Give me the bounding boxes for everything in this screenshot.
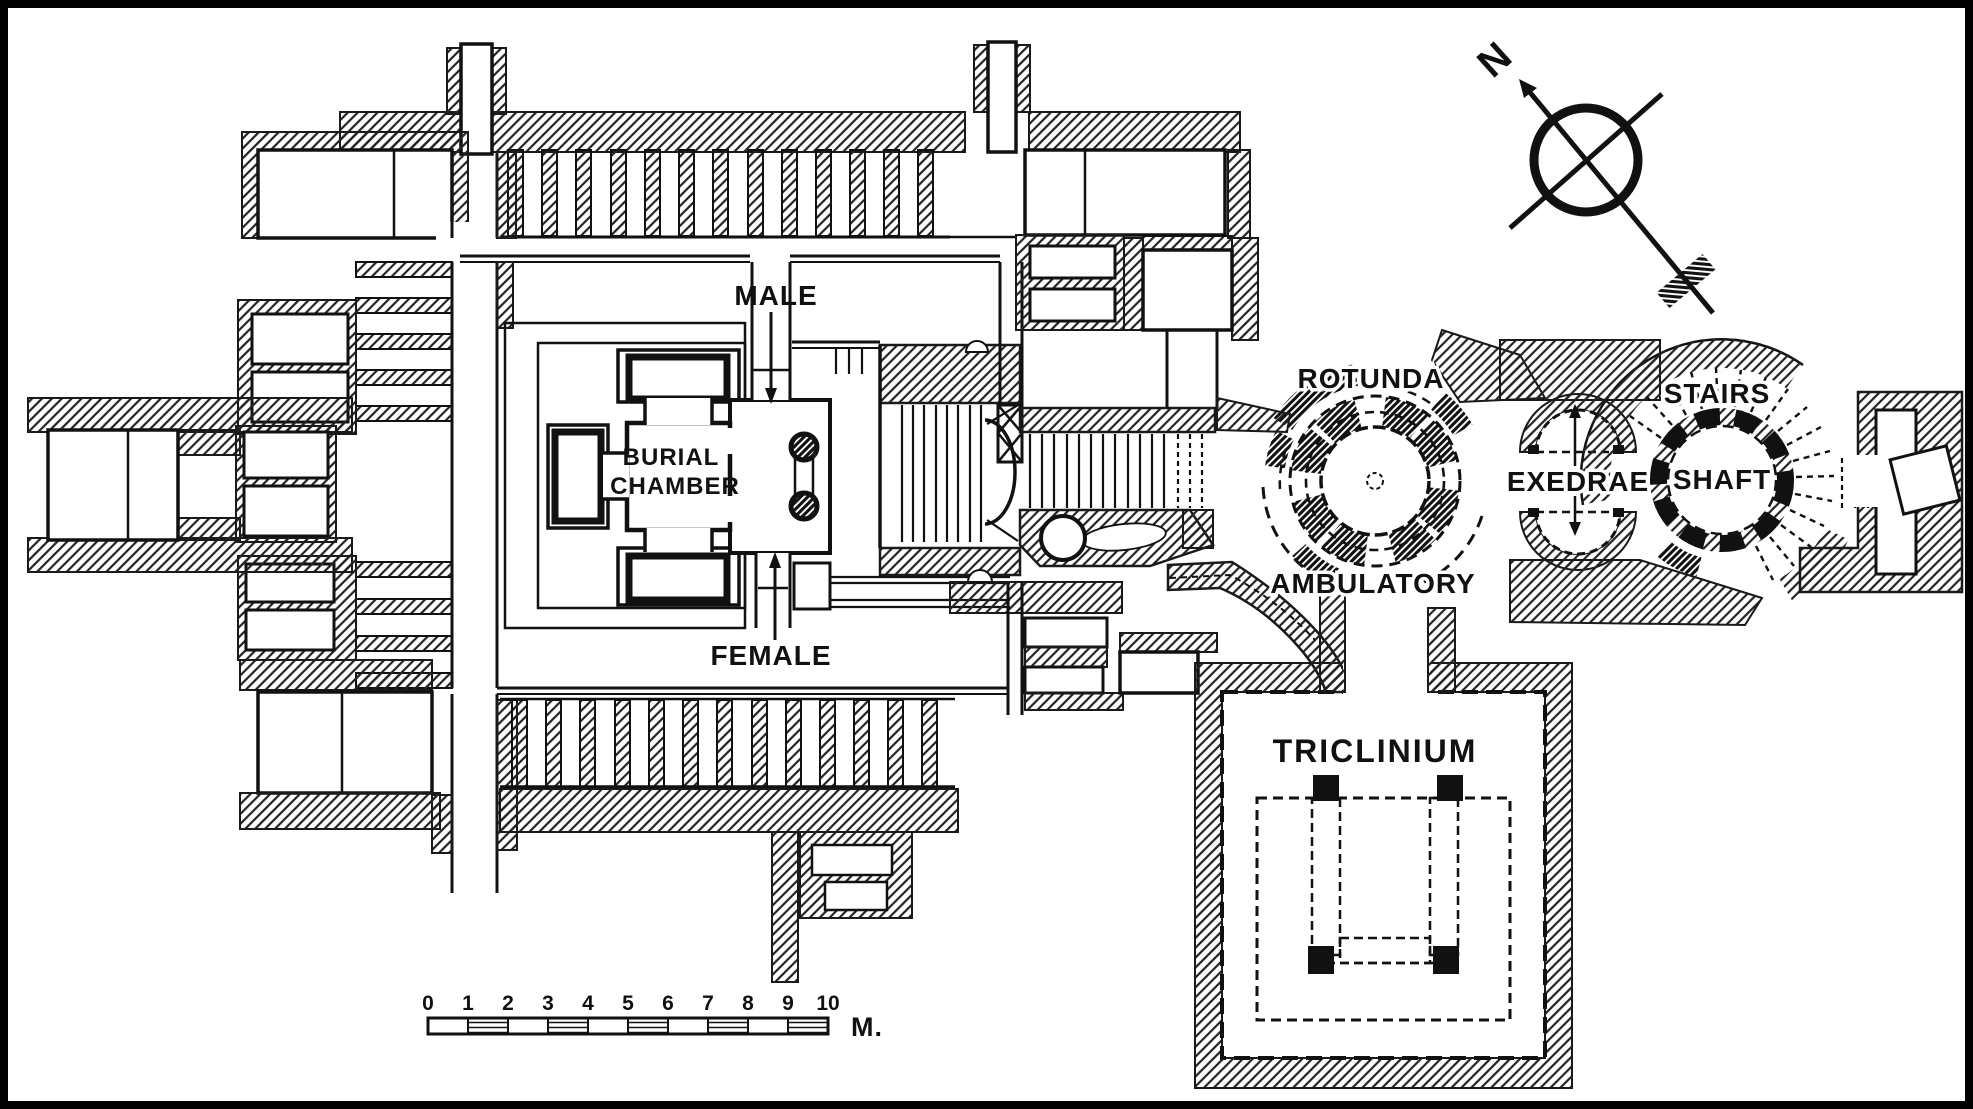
lower-left-chambers xyxy=(239,690,441,830)
scale-number: 6 xyxy=(662,992,674,1015)
female-arrow xyxy=(769,552,781,640)
label-burial-line1: BURIAL xyxy=(623,444,720,471)
scale-number: 4 xyxy=(582,992,594,1015)
ambulatory-arcs xyxy=(1261,486,1484,586)
entrance-shaft-right xyxy=(973,40,1031,154)
label-ambulatory: AMBULATORY xyxy=(1270,568,1475,599)
north-arrow-icon xyxy=(1508,79,1716,315)
label-rotunda: ROTUNDA xyxy=(1298,363,1445,394)
column-icon xyxy=(788,490,820,522)
stepped-corridor xyxy=(1018,406,1217,568)
sarcophagus-west xyxy=(551,428,605,525)
niche-throats xyxy=(603,398,736,552)
triclinium xyxy=(1194,587,1573,1089)
bridge-room xyxy=(1123,235,1259,408)
antechamber xyxy=(728,398,832,555)
exedra-lower xyxy=(1528,508,1624,556)
label-stairs: STAIRS xyxy=(1664,378,1771,409)
scale-bar: 0 1 2 3 4 5 6 7 8 9 10 M. xyxy=(422,992,883,1042)
se-chambers xyxy=(949,569,1218,715)
sarcophagus-south xyxy=(625,552,731,604)
west-loculi-upper xyxy=(355,261,453,422)
label-burial-line2: CHAMBER xyxy=(610,473,740,500)
shaft-complex xyxy=(1579,338,1964,602)
scale-number: 9 xyxy=(782,992,794,1015)
scale-bar-segments xyxy=(468,1018,828,1034)
west-lower-chambers xyxy=(237,555,433,691)
ramp-box xyxy=(996,403,1024,464)
burial-chamber-room xyxy=(624,420,733,533)
triclinium-corridor xyxy=(1319,587,1456,693)
scale-number: 5 xyxy=(622,992,634,1015)
upper-right-chambers xyxy=(1015,111,1251,331)
scale-bar-unit: M. xyxy=(851,1012,883,1042)
scale-number: 10 xyxy=(816,992,839,1015)
far-left-chamber xyxy=(46,428,180,542)
label-triclinium: TRICLINIUM xyxy=(1273,733,1478,769)
scale-number: 7 xyxy=(702,992,714,1015)
entry-steps xyxy=(834,348,864,374)
label-exedrae: EXEDRAE xyxy=(1507,466,1649,497)
scale-number: 8 xyxy=(742,992,754,1015)
label-female: FEMALE xyxy=(710,640,831,671)
rock-spur xyxy=(771,831,799,983)
stair-treads xyxy=(900,405,983,542)
well-circle xyxy=(1039,514,1087,562)
exedrae-arrow-down xyxy=(1569,496,1581,536)
scale-bar-numbers: 0 1 2 3 4 5 6 7 8 9 10 xyxy=(422,992,840,1015)
plan-labels: MALE FEMALE BURIAL CHAMBER ROTUNDA AMBUL… xyxy=(610,33,1774,772)
far-left-wing xyxy=(27,397,353,573)
lower-gallery xyxy=(239,686,1008,983)
antechamber-columns xyxy=(788,431,820,522)
male-arrow xyxy=(765,312,777,404)
wall-niche xyxy=(964,340,990,353)
scale-number: 0 xyxy=(422,992,434,1015)
triclinium-room xyxy=(1220,690,1547,1060)
triclinium-podium xyxy=(1255,796,1512,1022)
rotunda-piers xyxy=(1291,397,1459,565)
shaft-circle xyxy=(1650,408,1794,552)
lower-gallery-loculi xyxy=(511,699,938,788)
sarcophagus-north xyxy=(625,353,731,403)
upper-gallery xyxy=(241,40,1031,263)
column-icon xyxy=(788,431,820,463)
rotunda-west-wall xyxy=(1216,396,1292,434)
mid-left-chambers xyxy=(235,425,337,543)
exedrae-arrow-up xyxy=(1569,404,1581,466)
top-left-chamber xyxy=(241,131,470,256)
scale-number: 1 xyxy=(462,992,474,1015)
rotunda-ring xyxy=(1216,328,1547,586)
burial-chamber-enclosure xyxy=(503,321,747,630)
label-male: MALE xyxy=(734,280,817,311)
main-staircase xyxy=(792,235,1259,577)
triclinium-piers xyxy=(1308,775,1463,974)
label-shaft: SHAFT xyxy=(1673,464,1771,495)
se-pocket-room xyxy=(792,561,832,611)
burial-suite xyxy=(503,262,1010,640)
east-entrance xyxy=(1798,390,1964,594)
south-small-chambers xyxy=(799,831,913,919)
scale-number: 3 xyxy=(542,992,554,1015)
entrance-shaft-left xyxy=(446,42,507,156)
scale-number: 2 xyxy=(502,992,514,1015)
